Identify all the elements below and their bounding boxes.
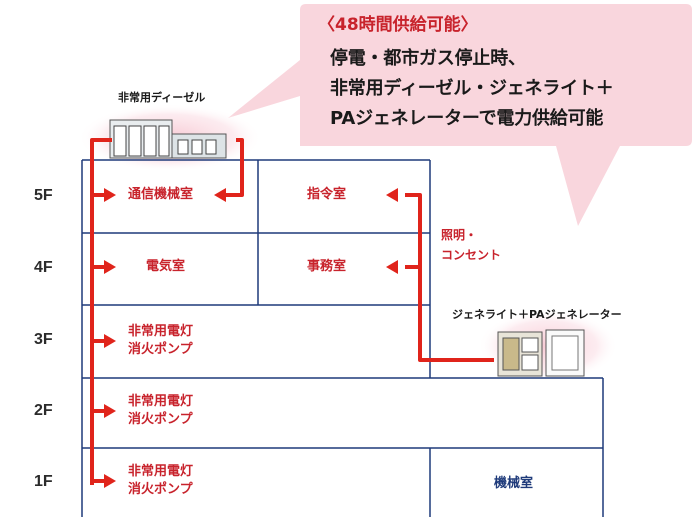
callout-bubble <box>228 4 692 226</box>
floor-label-2f: 2F <box>34 402 53 419</box>
room-2f-emergency: 非常用電灯 消火ポンプ <box>128 394 194 427</box>
genelite-generator-icon <box>497 329 585 377</box>
room-communication-machine: 通信機械室 <box>128 187 194 202</box>
room-office: 事務室 <box>307 259 347 274</box>
power-lines <box>90 138 494 485</box>
callout-line-2: 非常用ディーゼル・ジェネライト＋ <box>330 78 614 99</box>
callout-line-1: 停電・都市ガス停止時、 <box>330 48 526 69</box>
floor-label-3f: 3F <box>34 331 53 348</box>
room-machine: 機械室 <box>494 476 534 491</box>
room-command: 指令室 <box>307 187 347 202</box>
arrows <box>92 188 398 488</box>
diesel-generator-icon <box>109 119 227 159</box>
lighting-label-line1: 照明・ <box>441 228 478 242</box>
genelite-generator-label: ジェネライト＋PAジェネレーター <box>452 308 622 321</box>
diesel-generator-label: 非常用ディーゼル <box>118 91 206 104</box>
floor-label-1f: 1F <box>34 473 53 490</box>
room-electrical: 電気室 <box>146 259 186 274</box>
callout-line-3: PAジェネレーターで電力供給可能 <box>330 108 604 129</box>
room-1f-emergency: 非常用電灯 消火ポンプ <box>128 464 194 497</box>
floor-label-5f: 5F <box>34 187 53 204</box>
room-3f-emergency: 非常用電灯 消火ポンプ <box>128 324 194 357</box>
callout-title: 〈48時間供給可能〉 <box>318 15 478 35</box>
lighting-label-line2: コンセント <box>441 248 502 262</box>
building-outline <box>81 159 604 517</box>
floor-label-4f: 4F <box>34 259 53 276</box>
